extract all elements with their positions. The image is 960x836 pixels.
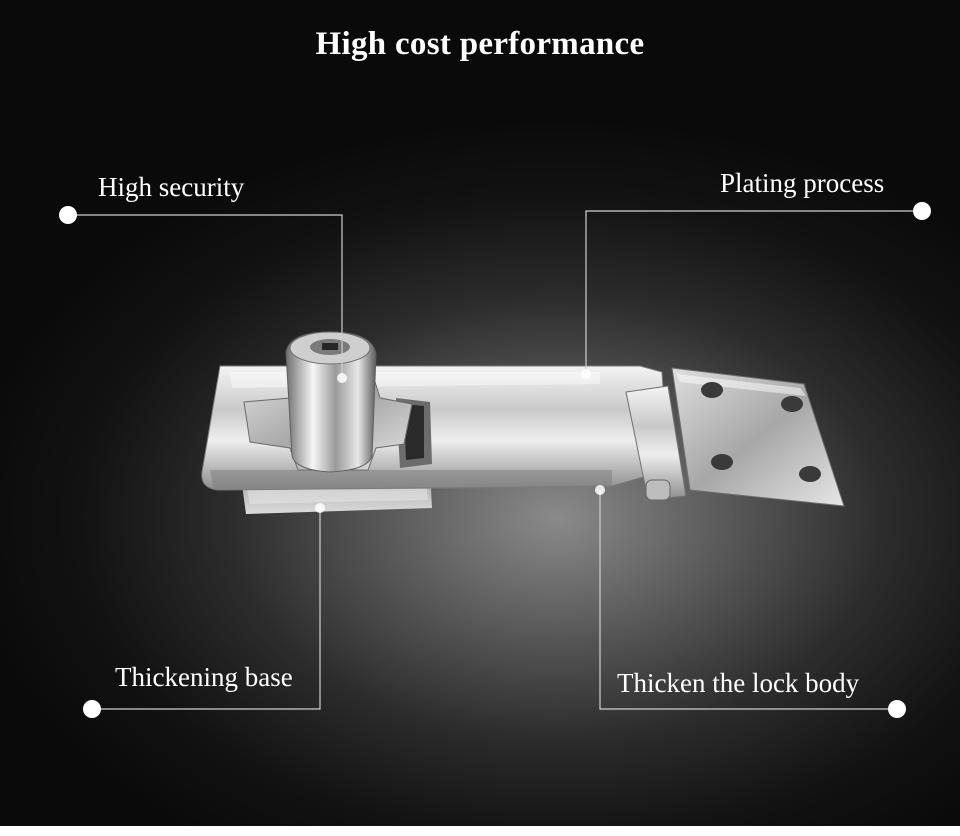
callout-dot-thickening-base — [83, 700, 101, 718]
screw-hole — [799, 466, 821, 482]
page-title: High cost performance — [315, 26, 645, 62]
screw-hole — [711, 454, 733, 470]
hinge-leaf-plate — [671, 367, 845, 507]
screw-hole — [701, 382, 723, 398]
bottom-white-strip — [0, 826, 960, 836]
callout-anchor-high-security — [337, 373, 347, 383]
callout-anchor-thickening-base — [315, 503, 325, 513]
callout-label-high-security: High security — [98, 172, 245, 202]
screw-hole — [781, 396, 803, 412]
callout-label-thicken-lock-body: Thicken the lock body — [617, 668, 860, 698]
callout-label-thickening-base: Thickening base — [115, 662, 293, 692]
callout-anchor-thicken-lock-body — [595, 485, 605, 495]
lock-body — [243, 331, 413, 473]
callout-line-plating-process — [585, 210, 922, 374]
callout-line-thicken-lock-body — [599, 490, 897, 710]
callout-line-thickening-base — [92, 508, 321, 710]
callout-dot-high-security — [59, 206, 77, 224]
callout-dot-thicken-lock-body — [888, 700, 906, 718]
callout-anchor-plating-process — [581, 369, 591, 379]
hinge — [625, 385, 687, 501]
callout-label-plating-process: Plating process — [720, 168, 885, 198]
callout-dot-plating-process — [913, 202, 931, 220]
callout-line-high-security — [68, 214, 343, 378]
